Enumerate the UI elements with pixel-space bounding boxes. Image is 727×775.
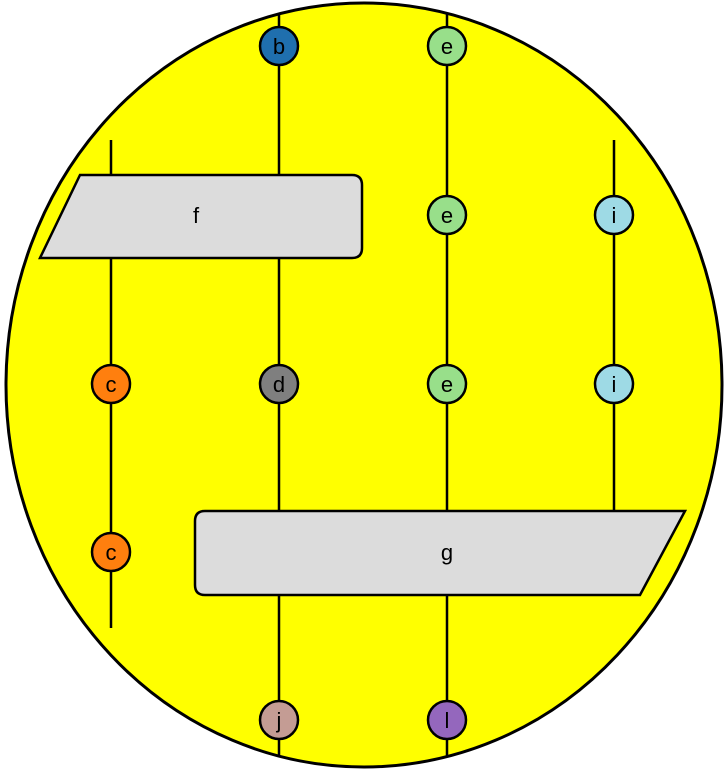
node-d-row2: d — [258, 363, 300, 405]
box-g — [193, 509, 688, 597]
svg-text:c: c — [106, 372, 117, 397]
svg-text:i: i — [612, 372, 617, 397]
node-c-row3: c — [90, 531, 132, 573]
node-b: b — [258, 25, 300, 67]
node-j: j — [258, 699, 300, 741]
svg-text:j: j — [276, 708, 282, 733]
svg-text:d: d — [273, 372, 285, 397]
node-e-row1: e — [426, 194, 468, 236]
box-f — [38, 173, 364, 260]
svg-text:b: b — [273, 34, 285, 59]
box-g-label: g — [441, 540, 453, 565]
lens-content: f g b e e i c d e — [38, 3, 688, 767]
box-f-label: f — [193, 203, 200, 228]
svg-text:e: e — [441, 203, 453, 228]
lens-border — [4, 1, 724, 769]
svg-text:c: c — [106, 540, 117, 565]
node-l: l — [426, 699, 468, 741]
svg-text:l: l — [445, 708, 450, 733]
node-e-top: e — [426, 25, 468, 67]
node-e-row2: e — [426, 363, 468, 405]
svg-text:e: e — [441, 372, 453, 397]
node-i-row1: i — [593, 194, 635, 236]
node-i-row2: i — [593, 363, 635, 405]
svg-text:i: i — [612, 203, 617, 228]
node-c-row2: c — [90, 363, 132, 405]
svg-text:e: e — [441, 34, 453, 59]
